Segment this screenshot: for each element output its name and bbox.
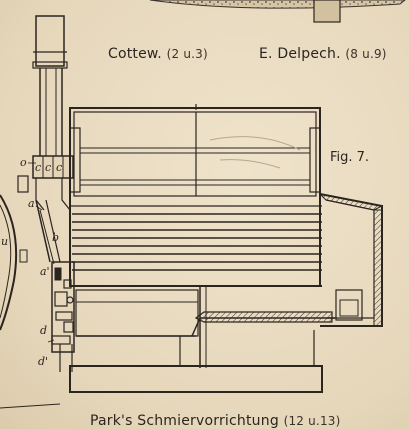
boiler-body	[69, 104, 335, 393]
feed-chute	[35, 199, 61, 265]
label-d: d	[40, 324, 48, 337]
label-b: b	[52, 231, 60, 244]
bottom-caption-rule	[0, 403, 61, 409]
label-c-2: c	[45, 161, 52, 174]
leader-lines	[28, 162, 55, 343]
label-c-1: c	[35, 161, 42, 174]
top-masonry-fragment	[149, 0, 406, 23]
caption-cottew-name: Cottew.	[108, 46, 162, 62]
caption-park-name: Park's Schmiervorrichtung	[90, 413, 279, 429]
chimney	[32, 15, 74, 211]
caption-delpech: E. Delpech. (8 u.9)	[259, 47, 387, 61]
figure-number: Fig. 7.	[330, 150, 370, 165]
label-o: o	[20, 156, 27, 169]
caption-delpech-name: E. Delpech.	[259, 46, 341, 62]
caption-cottew-ref: (2 u.3)	[166, 47, 208, 61]
caption-delpech-ref: (8 u.9)	[345, 47, 387, 61]
caption-cottew: Cottew. (2 u.3)	[108, 47, 208, 61]
front-fittings	[51, 261, 75, 372]
label-d-prime: d'	[38, 355, 49, 368]
caption-park-ref: (12 u.13)	[283, 414, 341, 428]
label-left-edge: u	[1, 235, 9, 248]
label-a-prime: a'	[40, 265, 50, 278]
rear-smoke-box	[318, 193, 384, 327]
caption-park: Park's Schmiervorrichtung (12 u.13)	[90, 414, 341, 428]
left-round-element	[0, 175, 29, 331]
label-a: a	[28, 197, 35, 210]
label-c-3: c	[56, 161, 63, 174]
